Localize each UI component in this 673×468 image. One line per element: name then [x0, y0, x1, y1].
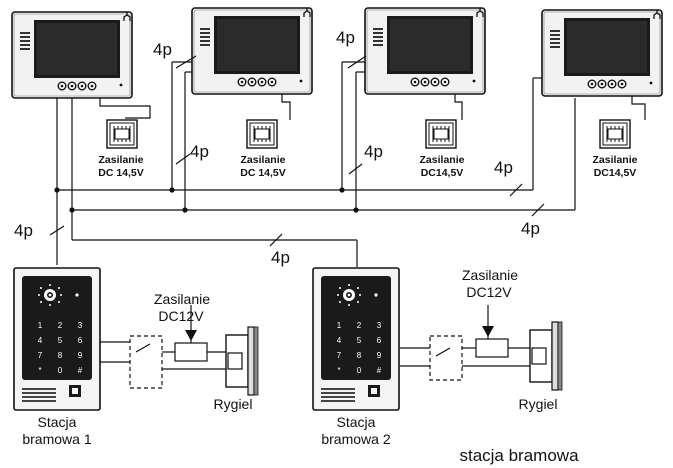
station-1-label-b: bramowa 1: [22, 431, 91, 447]
lock-circuit-2: [400, 305, 530, 381]
keypad-key: 8: [357, 351, 362, 360]
station-2-label-a: Stacja: [337, 414, 376, 430]
keypad-key: 8: [58, 351, 63, 360]
lock-power-arrow-2: [482, 326, 494, 337]
keypad-key: 9: [377, 351, 382, 360]
psu-label-4a: Zasilanie: [593, 154, 638, 166]
psu-monitor-3: [425, 94, 463, 149]
keypad-key: *: [38, 366, 41, 375]
keypad-key: *: [337, 366, 340, 375]
wire-label-m2-lower: 4p: [190, 142, 209, 161]
monitor-2: [191, 7, 313, 95]
electric-lock-2: [529, 321, 563, 391]
psu-label-4b: DC14,5V: [594, 167, 637, 179]
keypad-key: 4: [337, 336, 342, 345]
keypad-key: 9: [78, 351, 83, 360]
electric-lock-1: [225, 326, 259, 396]
wire-label-m3-lower: 4p: [364, 142, 383, 161]
psu-monitor-1: [99, 98, 151, 149]
wire-label-m4-upper: 4p: [494, 158, 513, 177]
psu-monitor-4: [599, 96, 646, 149]
lock-psu-label-1a: Zasilanie: [154, 291, 210, 307]
footer-caption: stacja bramowa: [459, 446, 579, 465]
psu-label-2a: Zasilanie: [241, 154, 286, 166]
keypad-key: #: [78, 366, 83, 375]
keypad-key: 3: [377, 321, 382, 330]
keypad-key: 1: [38, 321, 43, 330]
keypad-key: 5: [58, 336, 63, 345]
keypad-key: 0: [58, 366, 63, 375]
keypad-key: 2: [58, 321, 63, 330]
keypad-key: 4: [38, 336, 43, 345]
lock-psu-label-2b: DC12V: [466, 284, 512, 300]
keypad-station-1: 1 2 3 4 5 6 7 8 9 * 0 #: [38, 321, 83, 375]
monitor-1: [11, 11, 133, 99]
keypad-key: 5: [357, 336, 362, 345]
psu-monitor-2: [246, 94, 291, 149]
junction-dots: [54, 187, 359, 213]
psu-label-3a: Zasilanie: [420, 154, 465, 166]
wire-label-m2: 4p: [153, 40, 172, 59]
keypad-key: 3: [78, 321, 83, 330]
psu-label-1a: Zasilanie: [99, 154, 144, 166]
bus-wires: [56, 61, 576, 267]
wire-label-station2: 4p: [271, 248, 290, 267]
keypad-key: 6: [78, 336, 83, 345]
keypad-key: 7: [38, 351, 43, 360]
keypad-key: 6: [377, 336, 382, 345]
lock-power-arrow-1: [185, 330, 197, 341]
lock-psu-label-2a: Zasilanie: [462, 267, 518, 283]
lock-label-1: Rygiel: [214, 396, 253, 412]
monitor-3: [364, 7, 486, 95]
station-2-label-b: bramowa 2: [321, 431, 390, 447]
station-1-label-a: Stacja: [38, 414, 77, 430]
keypad-key: #: [377, 366, 382, 375]
keypad-key: 1: [337, 321, 342, 330]
lock-psu-label-1b: DC12V: [158, 308, 204, 324]
keypad-station-2: 1 2 3 4 5 6 7 8 9 * 0 #: [337, 321, 382, 375]
lock-circuit-1: [100, 305, 226, 389]
wire-label-m3: 4p: [336, 28, 355, 47]
wire-label-station1: 4p: [14, 221, 33, 240]
monitor-4: [541, 9, 663, 97]
wire-label-m4-lower: 4p: [521, 219, 540, 238]
lock-label-2: Rygiel: [519, 396, 558, 412]
keypad-key: 2: [357, 321, 362, 330]
wire-slash-markers: [49, 55, 545, 247]
keypad-key: 7: [337, 351, 342, 360]
psu-label-2b: DC 14,5V: [240, 167, 286, 179]
keypad-key: 0: [357, 366, 362, 375]
psu-label-3b: DC14,5V: [421, 167, 464, 179]
psu-label-1b: DC 14,5V: [98, 167, 144, 179]
